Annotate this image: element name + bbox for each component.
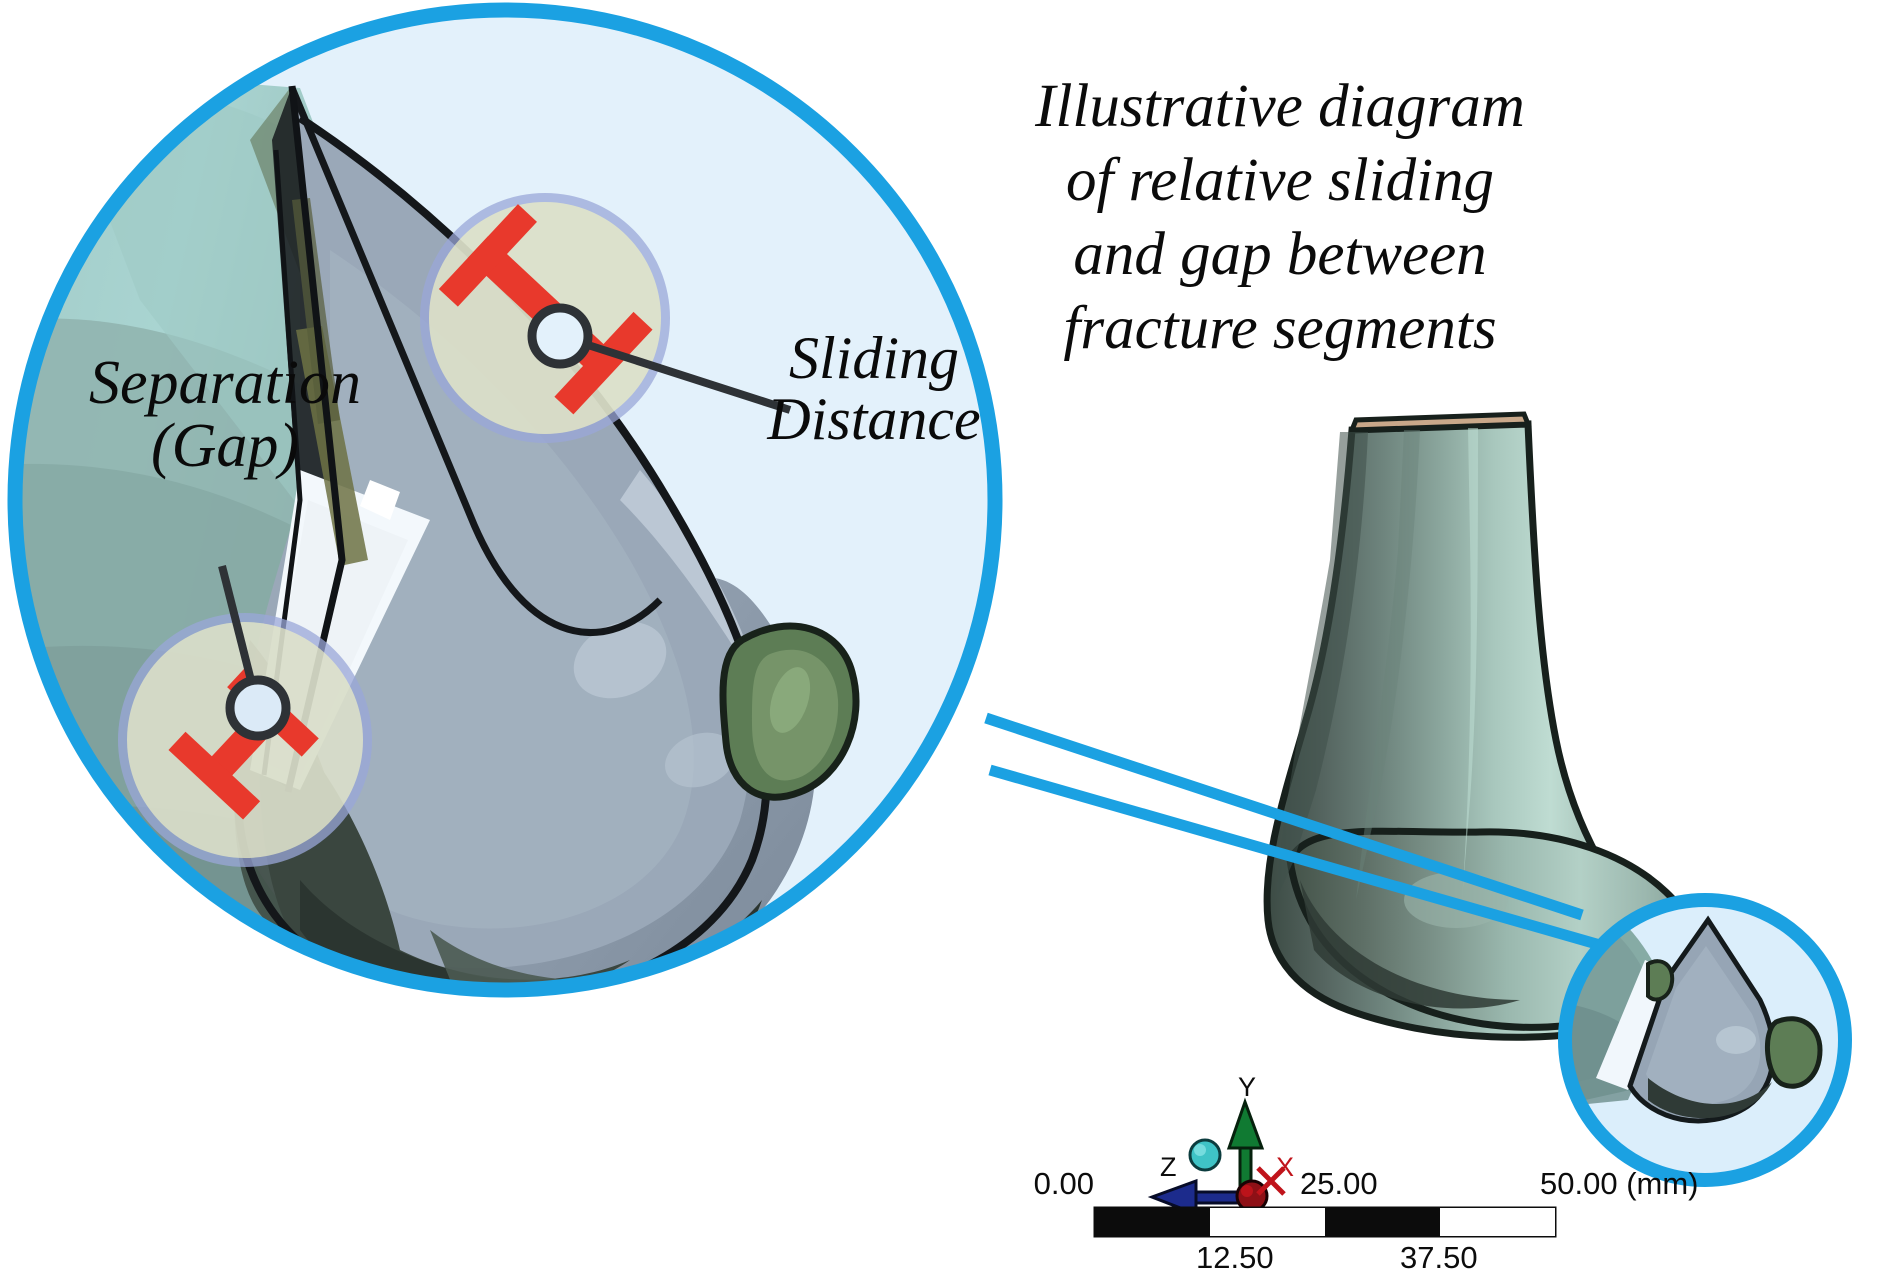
scale-label-50: 50.00 (mm) <box>1540 1166 1699 1201</box>
teal-sphere <box>1188 1138 1222 1172</box>
title-line-3: and gap between <box>1073 221 1487 288</box>
separation-gap-callout-label: Separation (Gap) <box>88 349 362 481</box>
zoom-connector-lines <box>984 712 1602 951</box>
sliding-distance-callout-label: Sliding Distance <box>767 325 981 453</box>
scale-label-0: 0.00 <box>1033 1166 1094 1201</box>
separation-leader-line <box>218 565 291 741</box>
title-line-4: fracture segments <box>1063 295 1497 362</box>
scale-label-37-5: 37.50 <box>1400 1240 1478 1275</box>
axes-triad <box>1147 1097 1286 1217</box>
x-axis-label: X <box>1276 1152 1295 1182</box>
y-axis-label: Y <box>1238 1072 1257 1102</box>
scale-bar <box>1093 1206 1557 1238</box>
title-line-2: of relative sliding <box>1065 147 1495 214</box>
sliding-leader-line <box>527 303 792 414</box>
y-axis-arrow <box>1226 1097 1265 1204</box>
green-bump <box>719 622 860 801</box>
z-axis-label: Z <box>1160 1152 1177 1182</box>
inset-magnifier-circle <box>1558 893 1852 1187</box>
scale-label-12-5: 12.50 <box>1196 1240 1274 1275</box>
magnifier-circle <box>7 2 1003 998</box>
scale-label-25: 25.00 <box>1300 1166 1378 1201</box>
x-axis-marker <box>1256 1166 1286 1196</box>
figure-title: Illustrative diagram of relative sliding… <box>960 70 1600 366</box>
title-line-1: Illustrative diagram <box>1035 73 1525 140</box>
